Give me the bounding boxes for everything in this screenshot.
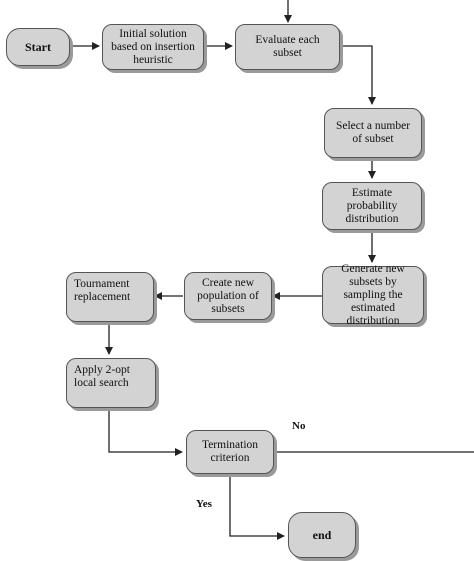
node-tournament-replacement: Tournament replacement	[66, 272, 154, 322]
edge-twoopt-to-termination	[108, 409, 183, 456]
edge-termination-yes-to-end	[229, 476, 285, 540]
node-start: Start	[6, 28, 70, 66]
node-select-subset: Select a number of subset	[324, 108, 422, 158]
node-initial-solution: Initial solution based on insertion heur…	[102, 24, 204, 70]
node-evaluate-subset: Evaluate each subset	[235, 24, 340, 70]
edge-evaluate-to-select	[342, 45, 376, 105]
node-end: end	[288, 512, 356, 558]
node-termination-criterion: Termination criterion	[186, 430, 274, 474]
edge-label-yes: Yes	[196, 498, 212, 510]
node-create-population: Create new population of subsets	[184, 272, 272, 320]
node-generate-subsets: Generate new subsets by sampling the est…	[322, 263, 424, 327]
node-estimate-distribution: Estimate probability distribution	[322, 182, 422, 230]
edge-label-no: No	[292, 420, 306, 432]
node-two-opt-search: Apply 2-opt local search	[66, 358, 156, 408]
